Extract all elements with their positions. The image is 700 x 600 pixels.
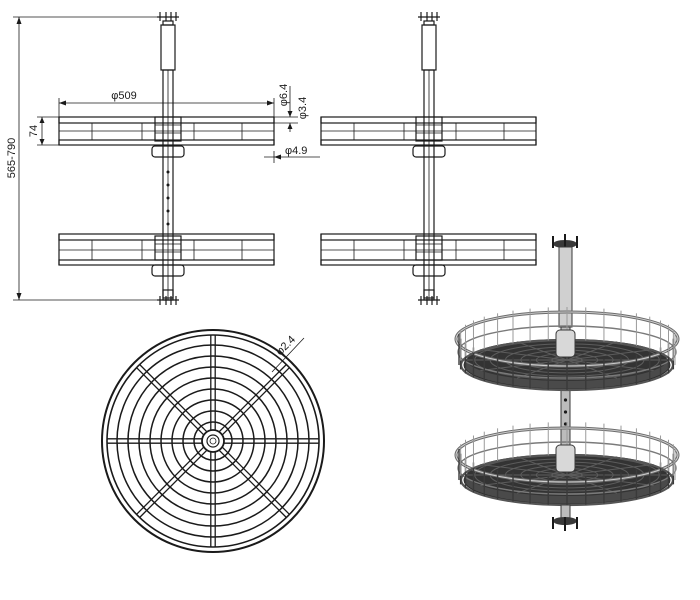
plan-radial-spokes (107, 335, 319, 547)
side-center-pole (421, 24, 437, 301)
basket-height-dimension: 74 (28, 116, 59, 146)
overall-height-dimension: 565-790 (6, 16, 157, 301)
plan-ring (193, 421, 233, 461)
plan-spoke (218, 364, 287, 433)
plan-spoke (139, 364, 208, 433)
bottom-mount-bracket (157, 289, 179, 305)
lower-basket-elevation (58, 233, 275, 277)
center-pole (160, 24, 176, 301)
plan-hub (201, 429, 225, 453)
render-floor-spoke (566, 456, 618, 476)
plan-ring (106, 334, 320, 548)
upper-basket-elevation (58, 116, 275, 158)
plan-ring (149, 377, 277, 505)
plan-view: φ2.4 (101, 329, 325, 553)
side-elevation-view (320, 12, 537, 305)
front-elevation-view: 565-790 74 φ509 φ6.4 (6, 12, 320, 305)
render-bottom-bracket (552, 504, 578, 531)
plan-outer-rim (101, 329, 325, 553)
plan-ring (127, 355, 299, 527)
basket-diameter-dimension: φ509 (58, 90, 275, 117)
perspective-render (454, 234, 680, 531)
render-top-bracket (552, 234, 578, 248)
render-lower-basket (454, 422, 680, 507)
basket-diameter-label: φ509 (111, 90, 137, 102)
plan-wire-diameter-label: φ2.4 (274, 334, 298, 358)
render-floor-spoke (480, 349, 568, 361)
render-floor-spoke (566, 359, 618, 379)
plan-spoke (139, 449, 208, 518)
plan-ring (116, 344, 310, 538)
plan-ring (160, 388, 266, 494)
render-upper-basket (454, 307, 680, 392)
render-pole (558, 246, 573, 523)
plan-spoke (218, 449, 287, 518)
overall-height-label: 565-790 (6, 138, 18, 178)
rod-diameter-bottom-label: φ4.9 (285, 145, 307, 157)
plan-spoke (221, 446, 290, 515)
top-mount-bracket (157, 12, 179, 26)
plan-ring (171, 399, 255, 483)
render-floor-spoke (566, 341, 618, 361)
side-upper-basket (320, 116, 537, 158)
render-floor-spoke (566, 464, 654, 476)
plan-concentric-rings (101, 329, 325, 553)
render-floor-spoke (566, 474, 618, 494)
plan-spoke (221, 367, 290, 436)
render-floor-spoke (480, 464, 568, 476)
render-floor-spoke (566, 349, 654, 361)
rod-diameter-mid-label: φ3.4 (297, 97, 309, 119)
plan-spoke (136, 367, 205, 436)
plan-ring (138, 366, 288, 516)
side-top-mount-bracket (418, 12, 440, 26)
plan-ring (182, 410, 244, 472)
rod-diameter-top-label: φ6.4 (278, 84, 290, 106)
side-bottom-mount-bracket (418, 289, 440, 305)
side-lower-basket (320, 233, 537, 277)
render-floor-spoke (516, 474, 568, 494)
render-floor-spoke (516, 359, 568, 379)
basket-height-label: 74 (28, 125, 40, 137)
plan-spoke (136, 446, 205, 515)
rod-diameter-dimensions: φ6.4 φ3.4 φ4.9 (264, 84, 320, 163)
